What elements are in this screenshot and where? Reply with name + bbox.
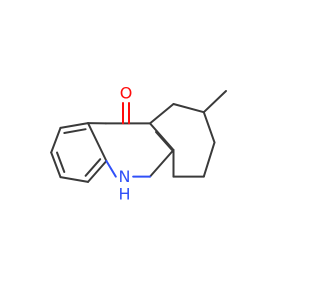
bond-c10-c13 [149,103,175,125]
bond-c13-c14 [172,103,205,114]
bond-c4-c5 [59,176,89,183]
molecule-structure-diagram: O N H [50,84,227,204]
amine-nh: N H [118,167,130,203]
bond-c15-c16 [202,141,216,178]
bond-c2-c3 [50,126,62,154]
bond-c1-c2 [59,122,89,129]
central-ring [87,122,175,178]
bond-c5-c6 [87,160,108,183]
benzene-ring [50,122,108,183]
hydrogen-label: H [118,185,130,204]
bond-c10-c11 [149,122,175,151]
bond-c14-c15 [202,111,216,144]
bond-c6-c1 [87,122,108,162]
inner-double-bond-central [155,131,173,151]
bond-c11-c12 [149,149,175,178]
cyclohexene-ring [149,103,216,178]
methyl-bond [202,90,227,114]
bond-n-c6 [105,160,117,178]
oxygen-label: O [120,84,133,103]
inner-double-bond-2 [56,151,66,173]
carbonyl-group: O [120,84,133,125]
nitrogen-label: N [119,167,131,186]
inner-double-bond-1 [63,128,87,134]
bond-c3-c4 [50,151,62,179]
inner-double-bond-3 [84,158,102,177]
